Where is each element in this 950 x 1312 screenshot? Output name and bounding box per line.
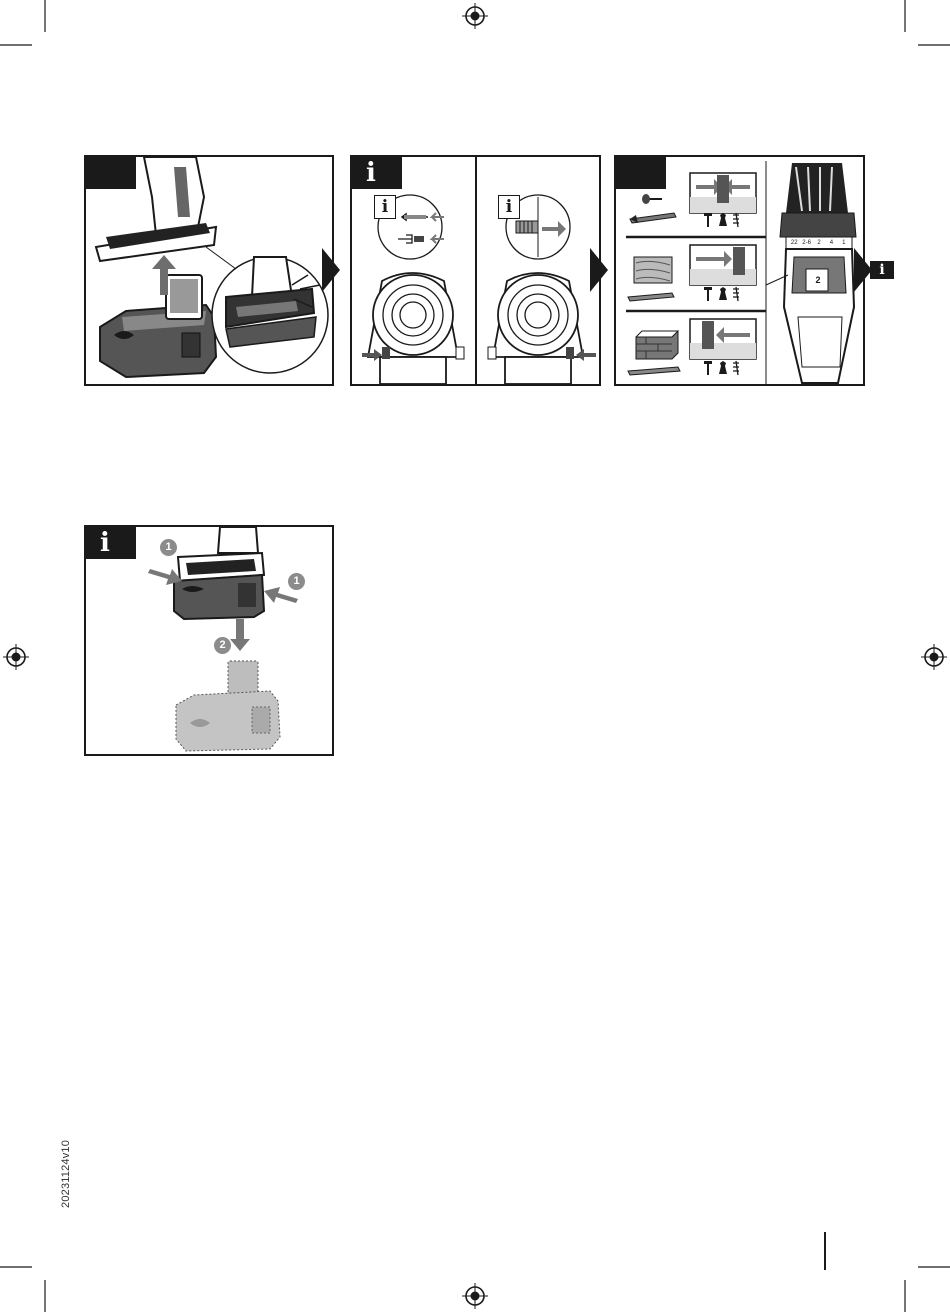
figure-direction-switch: i i i xyxy=(350,155,601,386)
figure-number-tab xyxy=(86,157,136,189)
panel-divider xyxy=(475,157,477,384)
figure-battery-remove: i 1 1 2 xyxy=(84,525,334,756)
gear-label: 2 xyxy=(812,275,824,285)
figure-number-tab xyxy=(616,157,666,189)
next-arrow-2 xyxy=(590,248,610,292)
scale-value: 4 xyxy=(825,238,837,248)
step-badge-2: 2 xyxy=(214,637,231,654)
info-tab: i xyxy=(86,527,136,559)
chuck-left xyxy=(362,273,464,384)
next-arrow xyxy=(322,248,342,292)
mode-selection-illustration xyxy=(616,157,863,384)
figure-mode-selection: 22 2-6 2 4 1 2 xyxy=(614,155,865,386)
torque-scale: 22 2-6 2 4 1 xyxy=(788,238,850,248)
scale-value: 2-6 xyxy=(800,238,812,248)
scale-value: 22 xyxy=(788,238,800,248)
document-code: 20231124v10 xyxy=(60,1140,72,1208)
battery-insert-illustration xyxy=(86,157,332,384)
step-badge-1a: 1 xyxy=(160,539,177,556)
scale-value: 2 xyxy=(813,238,825,248)
scale-value: 1 xyxy=(838,238,850,248)
chuck-right xyxy=(488,273,596,384)
info-tab-label: i xyxy=(366,160,376,186)
step-badge-1b: 1 xyxy=(288,573,305,590)
info-icon-right: i xyxy=(498,195,520,219)
info-icon-left: i xyxy=(374,195,396,219)
battery-remove-illustration xyxy=(86,527,332,754)
info-tab-label: i xyxy=(100,530,110,556)
side-info-marker: i xyxy=(870,261,894,279)
info-tab: i xyxy=(352,157,402,189)
figure-battery-insert xyxy=(84,155,334,386)
